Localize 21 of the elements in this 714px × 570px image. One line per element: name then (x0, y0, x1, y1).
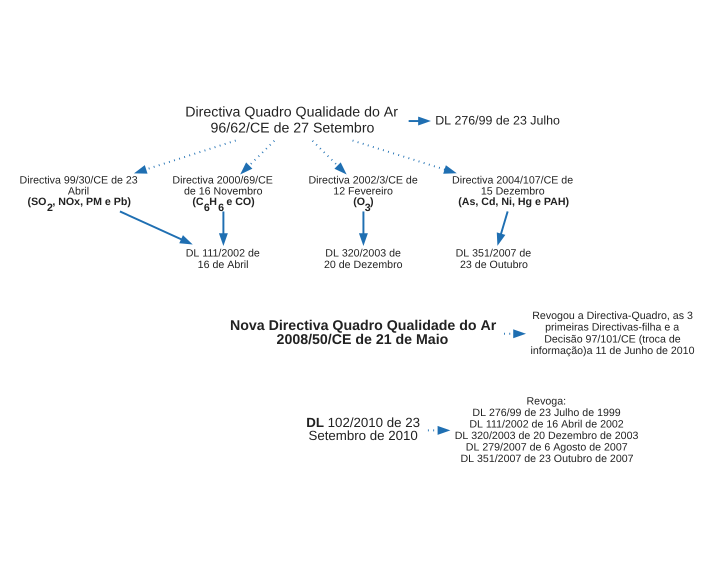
arrow (496, 211, 509, 246)
node-text: DL 102/2010 de 23 Setembro de 2010 (306, 414, 420, 444)
arrow (408, 116, 431, 126)
arrow (240, 140, 275, 174)
node-text: Revoga: DL 276/99 de 23 Julho de 1999 DL 111/2002 de 16 Abril de 2002 DL 320/2003 de 20 Dezembro de 2003 DL 279/2007 de 6 Agosto de 2007 DL 351/2007 de 23 Outubro de 2007 (454, 395, 638, 465)
node-text: DL 351/2007 de 23 de Outubro (456, 247, 532, 271)
arrow (312, 140, 347, 174)
arrow (504, 329, 526, 338)
node-text: DL 320/2003 de 20 de Dezembro (324, 247, 403, 271)
node-text: Nova Directiva Quadro Qualidade do Ar 2008/50/CE de 21 de Maio (230, 318, 496, 348)
arrow (428, 426, 450, 435)
arrow (352, 140, 457, 174)
node-text: Directiva 2004/107/CE de 15 Dezembro (As, Cd, Ni, Hg e PAH) (452, 174, 574, 208)
arrow (120, 210, 193, 244)
arrow (218, 211, 228, 246)
arrow (134, 140, 236, 174)
node-text: DL 111/2002 de 16 de Abril (186, 247, 260, 271)
node-text: DL 276/99 de 23 Julho (435, 113, 560, 128)
node-text: Directiva Quadro Qualidade do Ar 96/62/CE de 27 Setembro (185, 104, 398, 136)
arrow (358, 211, 368, 246)
node-text: Revogou a Directiva-Quadro, as 3 primeiras Directivas-filha e a Decisão 97/101/CE (troca de informação)a 11 de Junho de 2010 (530, 310, 695, 357)
